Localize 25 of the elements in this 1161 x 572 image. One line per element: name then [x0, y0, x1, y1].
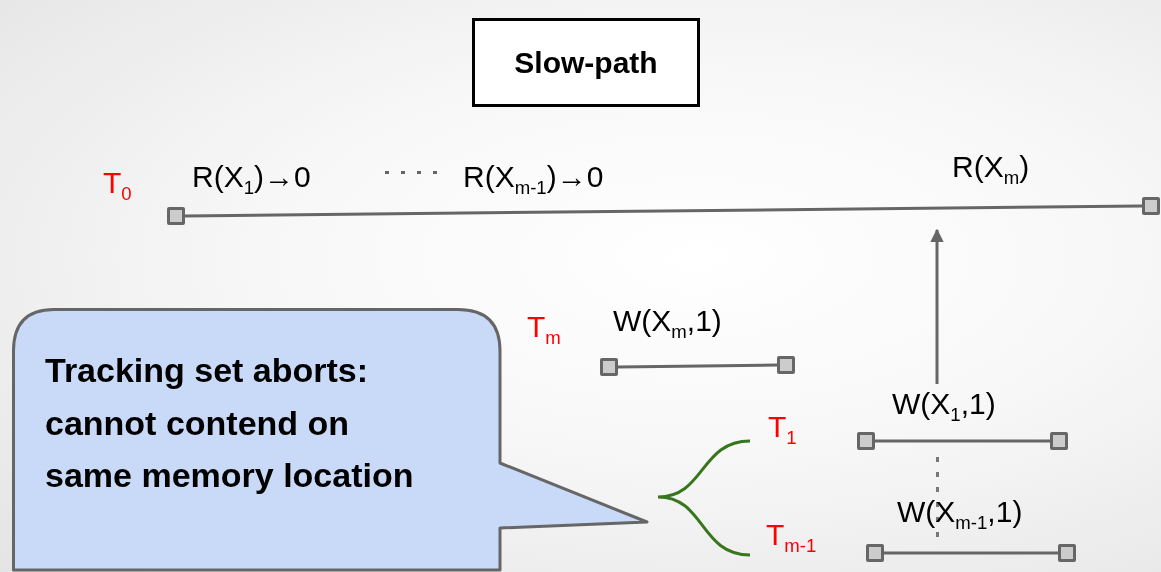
operation-label: W(X$_{m}$,1) [613, 306, 722, 336]
timeline-line [884, 551, 1058, 555]
transaction-label: T$_{0}$ [103, 168, 132, 198]
operation-label: W(X$_{1}$,1) [892, 384, 1047, 424]
operation-label: R(X$_{1}$)→0 [192, 162, 311, 192]
transaction-label: T$_{1}$ [768, 412, 797, 442]
endpoint-square [600, 358, 618, 376]
timeline-line [875, 439, 1050, 443]
callout-text: Tracking set aborts: cannot contend on same memory location [45, 350, 415, 496]
timeline-line [185, 204, 1142, 218]
timeline-line [617, 363, 778, 369]
endpoint-square [1050, 432, 1068, 450]
endpoint-square [777, 356, 795, 374]
endpoint-square [1058, 544, 1076, 562]
operation-label: W(X$_{m-1}$,1) [897, 497, 1023, 527]
endpoint-square [866, 544, 884, 562]
transaction-label: T$_{m-1}$ [766, 520, 817, 550]
endpoint-square [167, 207, 185, 225]
endpoint-square [857, 432, 875, 450]
arrow [930, 228, 944, 384]
transaction-label: T$_{m}$ [527, 312, 561, 342]
endpoint-square [1142, 197, 1160, 215]
operation-label: R(X$_{m}$) [952, 152, 1030, 182]
process-box: Slow-path [472, 18, 700, 107]
operation-label: R(X$_{m-1}$)→0 [463, 162, 604, 192]
